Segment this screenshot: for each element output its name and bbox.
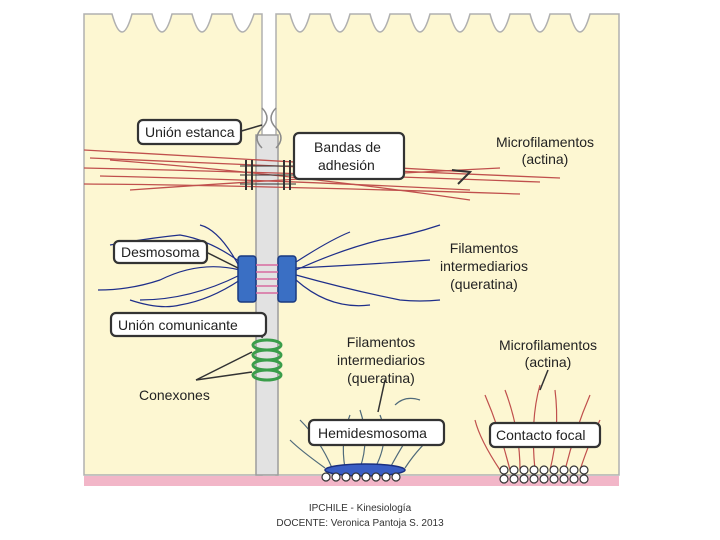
connexon-channels bbox=[251, 338, 283, 382]
footer-line-2: DOCENTE: Veronica Pantoja S. 2013 bbox=[276, 518, 444, 529]
microfilaments-top-label-line2: (actina) bbox=[522, 151, 569, 167]
intermediate-bottom-label-line1: Filamentos bbox=[347, 334, 415, 350]
intercellular-space bbox=[255, 134, 279, 476]
connexon-pointer-lines bbox=[195, 351, 253, 381]
microfilaments-bottom-label-line2: (actina) bbox=[525, 354, 572, 370]
hemidesmosome-box bbox=[307, 418, 446, 447]
connexons-label: Conexones bbox=[139, 387, 210, 403]
intermediate-top-label-line2: intermediarios bbox=[440, 258, 528, 274]
adhesion-belt bbox=[240, 160, 296, 190]
desmosome-structure bbox=[237, 255, 297, 303]
basal-lamina bbox=[84, 476, 619, 486]
gap-junction-box bbox=[109, 311, 268, 338]
microfilaments-bottom-label-line1: Microfilamentos bbox=[499, 337, 597, 353]
right-cell bbox=[275, 13, 620, 476]
focal-contact-label: Contacto focal bbox=[496, 427, 586, 443]
adhesion-bands-label-line2: adhesión bbox=[318, 157, 375, 173]
footer-line-1: IPCHILE - Kinesiología bbox=[308, 503, 412, 514]
desmosome-box bbox=[112, 239, 209, 265]
tight-junction-box bbox=[136, 118, 243, 146]
gap-junction-label: Unión comunicante bbox=[118, 317, 238, 333]
actin-arrow-head bbox=[451, 169, 473, 185]
focal-contact-box bbox=[488, 421, 602, 449]
tight-junction-strand bbox=[256, 107, 282, 149]
intermediate-top-label-line1: Filamentos bbox=[450, 240, 518, 256]
intermediate-top-label-line3: (queratina) bbox=[450, 276, 518, 292]
tight-junction-label: Unión estanca bbox=[145, 124, 235, 140]
microfilaments-top-label-line1: Microfilamentos bbox=[496, 134, 594, 150]
desmosome-label: Desmosoma bbox=[121, 244, 200, 260]
adhesion-bands-box bbox=[292, 131, 406, 181]
intermediate-bottom-label-line3: (queratina) bbox=[347, 370, 415, 386]
integrin-row bbox=[321, 465, 589, 484]
hemidesmosome-label: Hemidesmosoma bbox=[318, 425, 427, 441]
adhesion-bands-label-line1: Bandas de bbox=[314, 139, 381, 155]
intermediate-bottom-label-line2: intermediarios bbox=[337, 352, 425, 368]
